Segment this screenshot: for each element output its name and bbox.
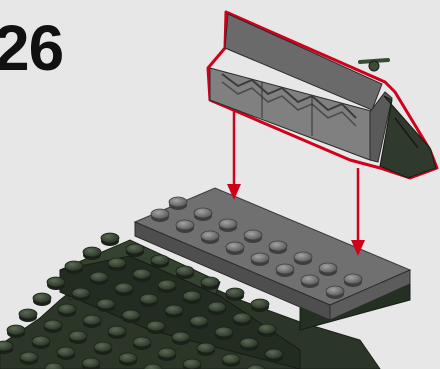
green-stud [147,321,165,334]
green-stud [97,299,115,312]
green-stud [108,258,126,271]
gray-stud [294,252,312,265]
gray-stud [326,286,344,299]
green-stud [222,354,240,367]
green-stud [126,244,144,257]
gray-stud [226,242,244,255]
green-stud [7,325,25,338]
green-stud [65,261,83,274]
gray-stud [276,264,294,277]
gray-stud [301,275,319,288]
green-stud [233,313,251,326]
green-stud [47,277,65,290]
gray-stud [319,263,337,276]
gray-stud [169,197,187,210]
green-stud [119,353,137,366]
green-stud [90,272,108,285]
green-stud [83,247,101,260]
gray-stud [269,241,287,254]
assembly-arrow-left [227,110,241,200]
gray-stud [244,230,262,243]
gray-stud [194,208,212,221]
green-stud [140,294,158,307]
green-stud [69,331,87,344]
green-stud [33,293,51,306]
green-stud [183,359,201,369]
green-stud [19,309,37,322]
wing-panel-subassembly [208,12,437,178]
green-stud [82,358,100,369]
gray-stud [251,253,269,266]
green-stud [44,320,62,333]
green-stud [197,343,215,356]
green-stud [265,349,283,362]
green-stud [158,280,176,293]
gray-stud [219,219,237,232]
green-stud [215,327,233,340]
green-stud [251,299,269,312]
green-stud [83,315,101,328]
green-stud [94,342,112,355]
green-stud [133,337,151,350]
green-stud [172,332,190,345]
green-stud [151,255,169,268]
green-stud [183,291,201,304]
green-stud [58,304,76,317]
green-stud [72,288,90,301]
green-stud [258,324,276,337]
green-stud [190,316,208,329]
green-stud [133,269,151,282]
green-stud [57,347,75,360]
gray-stud [176,220,194,233]
green-stud [176,266,194,279]
green-stud [208,302,226,315]
assembly-arrow-right [351,168,365,256]
green-stud [226,288,244,301]
green-stud [20,352,38,365]
green-stud [122,310,140,323]
gray-stud [201,231,219,244]
green-stud [32,336,50,349]
green-stud [240,338,258,351]
green-stud [201,277,219,290]
gray-stud [344,274,362,287]
green-stud [108,326,126,339]
green-stud [158,348,176,361]
green-stud [115,283,133,296]
gray-stud [151,209,169,222]
green-stud [165,305,183,318]
green-stud [101,233,119,246]
green-stud [0,341,13,354]
